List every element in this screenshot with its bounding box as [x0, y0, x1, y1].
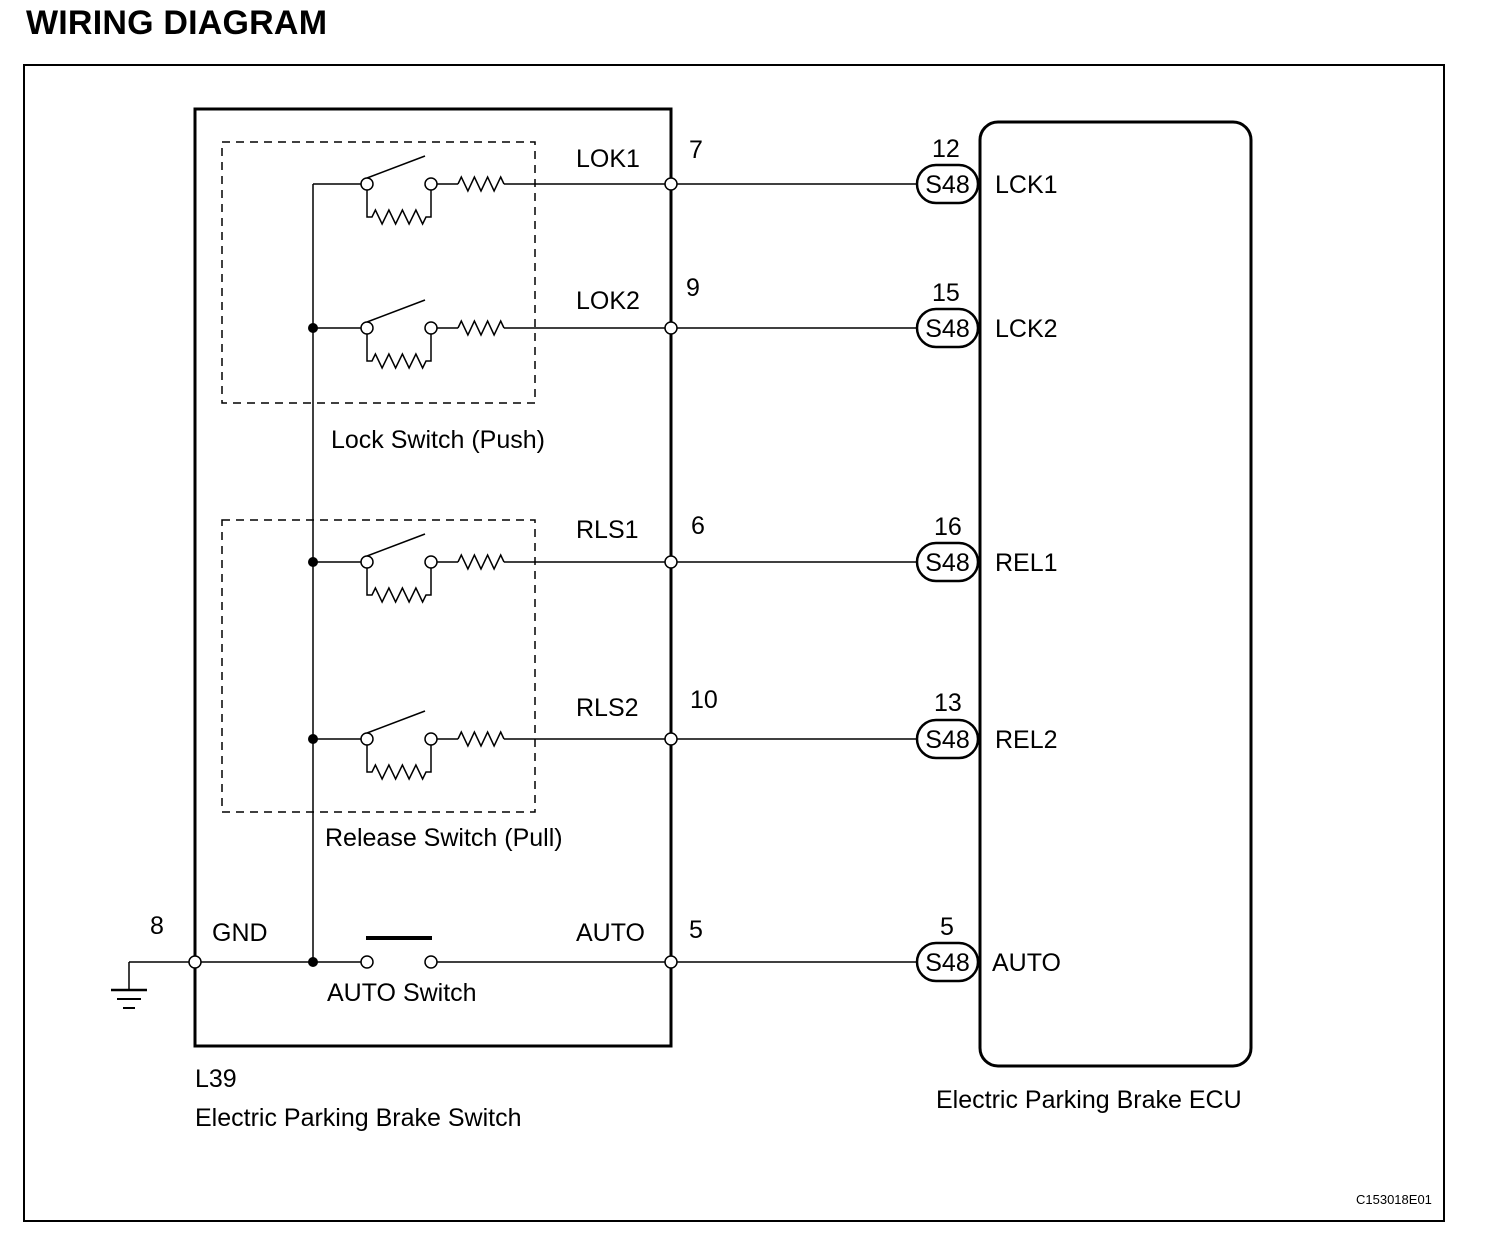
connector-s48: S48	[915, 718, 980, 760]
ecu-pin-number-rel1: 16	[934, 513, 962, 541]
parallel-resistor	[366, 568, 432, 604]
diagram-frame	[23, 64, 1445, 1222]
switch-contact	[360, 177, 374, 191]
pin-number-rls2: 10	[690, 686, 718, 714]
lok1-circuit	[313, 155, 917, 226]
parallel-resistor	[366, 190, 432, 226]
parallel-resistor	[366, 745, 432, 781]
switch-contact	[424, 555, 438, 569]
switch-blade	[366, 299, 426, 323]
pin-name-lok2: LOK2	[576, 287, 640, 315]
switch-blade	[366, 710, 426, 734]
ecu-component-name: Electric Parking Brake ECU	[936, 1086, 1242, 1114]
series-resistor	[457, 730, 505, 748]
switch-component-box	[193, 107, 673, 1048]
switch-contact	[424, 177, 438, 191]
ecu-pin-name-lck1: LCK1	[995, 171, 1058, 199]
gnd-terminal	[188, 955, 202, 969]
connector-s48: S48	[915, 307, 980, 349]
connector-s48: S48	[915, 941, 980, 983]
pin-terminal	[664, 555, 678, 569]
connector-code: S48	[925, 949, 969, 977]
series-resistor	[457, 175, 505, 193]
pin-number-gnd: 8	[150, 912, 164, 940]
ecu-pin-name-rel2: REL2	[995, 726, 1058, 754]
parallel-resistor	[366, 334, 432, 370]
switch-contact	[424, 732, 438, 746]
lock-switch-label: Lock Switch (Push)	[331, 426, 545, 454]
auto-circuit	[188, 936, 917, 969]
switch-contact	[360, 321, 374, 335]
pin-terminal	[664, 732, 678, 746]
connector-s48: S48	[915, 541, 980, 583]
connector-oval	[915, 541, 980, 583]
pin-name-gnd: GND	[212, 919, 268, 947]
connector-s48: S48	[915, 163, 980, 205]
switch-contact	[424, 321, 438, 335]
lock-switch-group	[221, 141, 536, 404]
switch-blade	[366, 155, 426, 179]
connector-code: S48	[925, 171, 969, 199]
pin-name-lok1: LOK1	[576, 145, 640, 173]
connector-oval	[915, 941, 980, 983]
rls1-circuit	[308, 533, 917, 604]
pin-terminal	[664, 321, 678, 335]
connector-code: S48	[925, 726, 969, 754]
junction-dot	[308, 957, 318, 967]
page-title: WIRING DIAGRAM	[26, 4, 328, 42]
release-switch-group	[221, 519, 536, 813]
pin-number-auto: 5	[689, 916, 703, 944]
connector-oval	[915, 163, 980, 205]
connector-oval	[915, 718, 980, 760]
pin-name-rls2: RLS2	[576, 694, 639, 722]
pin-terminal	[664, 955, 678, 969]
connector-code: S48	[925, 315, 969, 343]
connector-oval	[915, 307, 980, 349]
series-resistor	[457, 319, 505, 337]
figure-code: C153018E01	[1356, 1192, 1432, 1207]
pin-terminal	[664, 177, 678, 191]
ecu-pin-number-auto: 5	[940, 913, 954, 941]
rls2-circuit	[308, 710, 917, 781]
lok2-circuit	[308, 299, 917, 370]
switch-component-code: L39	[195, 1065, 237, 1093]
ecu-pin-number-lck2: 15	[932, 279, 960, 307]
series-resistor	[457, 553, 505, 571]
pin-number-lok1: 7	[689, 136, 703, 164]
switch-contact	[360, 732, 374, 746]
ecu-pin-name-rel1: REL1	[995, 549, 1058, 577]
ecu-pin-name-auto: AUTO	[992, 949, 1061, 977]
ecu-pin-number-rel2: 13	[934, 689, 962, 717]
connector-code: S48	[925, 549, 969, 577]
release-switch-label: Release Switch (Pull)	[325, 824, 563, 852]
ecu-component-box	[978, 120, 1253, 1068]
pin-name-auto: AUTO	[576, 919, 645, 947]
switch-blade	[366, 533, 426, 557]
switch-contact	[360, 555, 374, 569]
ecu-pin-number-lck1: 12	[932, 135, 960, 163]
pin-name-rls1: RLS1	[576, 516, 639, 544]
pin-number-lok2: 9	[686, 274, 700, 302]
ground-icon	[111, 961, 189, 1009]
pin-number-rls1: 6	[691, 512, 705, 540]
auto-switch-label: AUTO Switch	[327, 979, 477, 1007]
switch-component-name: Electric Parking Brake Switch	[195, 1104, 522, 1132]
ecu-pin-name-lck2: LCK2	[995, 315, 1058, 343]
